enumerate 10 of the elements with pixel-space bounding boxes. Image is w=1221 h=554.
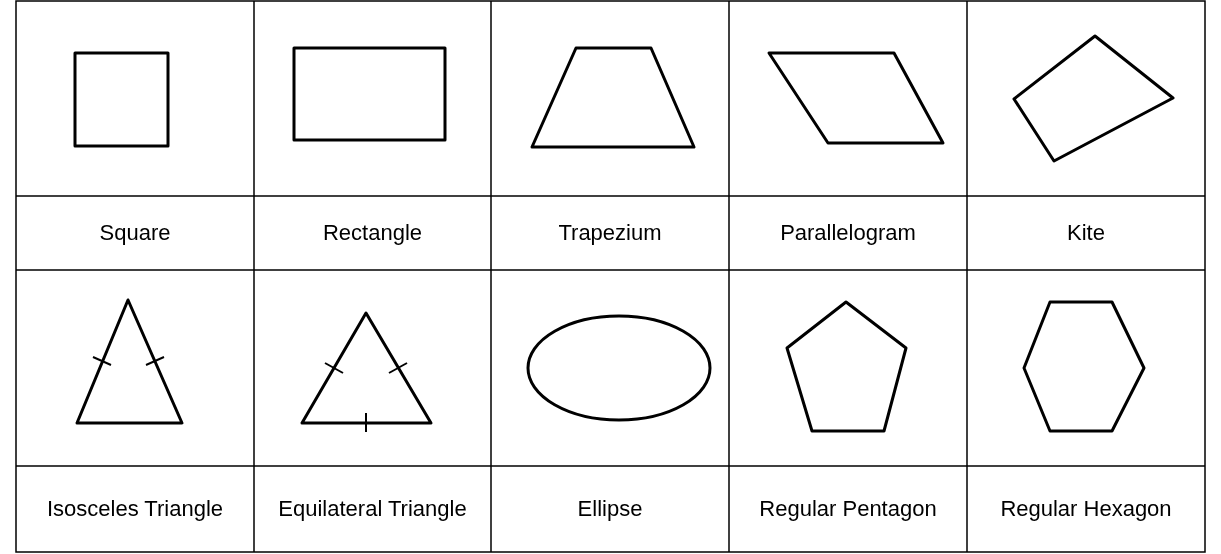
shape-name: Trapezium	[558, 220, 662, 246]
shape-name: Parallelogram	[780, 220, 916, 246]
shape-name: Regular Hexagon	[1000, 496, 1172, 522]
shape-name: Square	[99, 220, 171, 246]
shape-name: Ellipse	[577, 496, 643, 522]
shape-name: Regular Pentagon	[759, 496, 937, 522]
shape-name: Rectangle	[322, 220, 423, 246]
shape-name: Kite	[1067, 220, 1105, 246]
shape-name: Isosceles Triangle	[46, 496, 224, 522]
shape-name: Equilateral Triangle	[278, 496, 467, 522]
